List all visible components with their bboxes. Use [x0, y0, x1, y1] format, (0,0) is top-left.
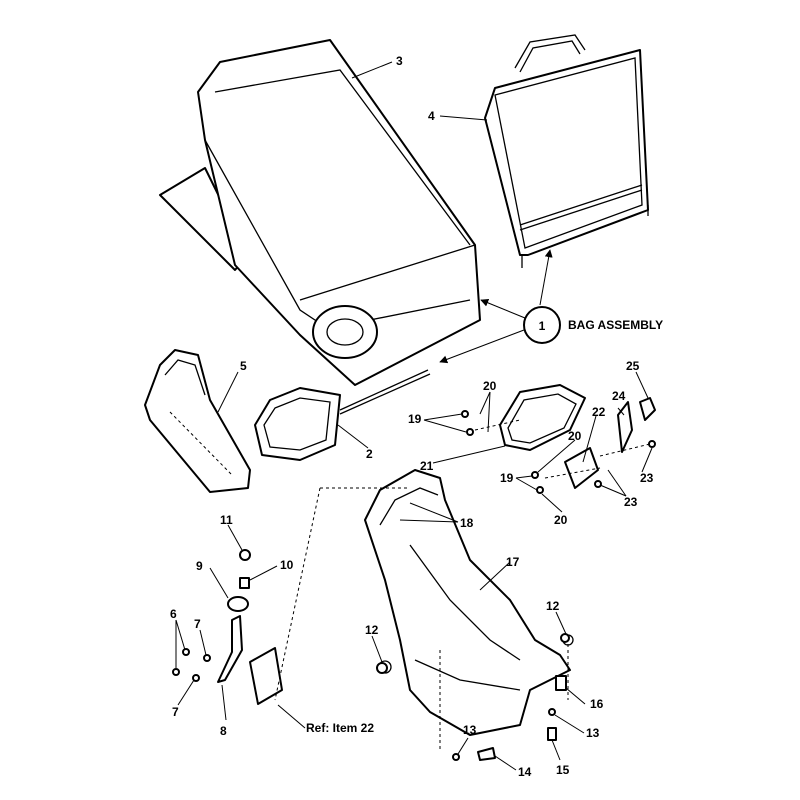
part-number-label: 14 — [518, 765, 532, 779]
part-number-label: 13 — [586, 726, 600, 740]
part-number-label: 8 — [220, 724, 227, 738]
part-number-label: 20 — [483, 379, 497, 393]
discharge-chute — [364, 469, 574, 736]
part-number-label: 5 — [240, 359, 247, 373]
part-number-labels: 3 4 5 2 11 9 10 6 7 7 8 17 18 12 12 16 1… — [170, 54, 654, 779]
part-number-label: 10 — [280, 558, 294, 572]
part-number-label: 17 — [506, 555, 520, 569]
part-number-label: 7 — [194, 617, 201, 631]
part-number-label: 16 — [590, 697, 604, 711]
bracket-hardware — [461, 397, 656, 494]
reference-note: Ref: Item 22 — [306, 721, 374, 735]
part-number-label: 9 — [196, 559, 203, 573]
part-number-label: 13 — [463, 723, 477, 737]
part-number-label: 2 — [366, 447, 373, 461]
part-number-label: 19 — [500, 471, 514, 485]
part-number-label: 4 — [428, 109, 435, 123]
bag-assembly-callout: 1 BAG ASSEMBLY — [523, 306, 663, 344]
part-number-label: 21 — [420, 459, 434, 473]
part-number-label: 12 — [546, 599, 560, 613]
alignment-lines — [274, 419, 651, 750]
part-number-label: 15 — [556, 763, 570, 777]
part-number-label: 24 — [612, 389, 626, 403]
bag-ring — [254, 369, 431, 461]
part-number-label: 12 — [365, 623, 379, 637]
part-number-label: 25 — [626, 359, 640, 373]
chute-cover — [144, 349, 251, 493]
callout-number: 1 — [539, 319, 546, 333]
part-number-label: 20 — [568, 429, 582, 443]
part-number-label: 20 — [554, 513, 568, 527]
part-number-label: 19 — [408, 412, 422, 426]
leader-lines — [175, 61, 653, 771]
part-number-label: 6 — [170, 607, 177, 621]
part-number-label: 18 — [460, 516, 474, 530]
part-number-label: 23 — [640, 471, 654, 485]
part-number-label: 7 — [172, 705, 179, 719]
adapter-ring — [499, 384, 586, 451]
callout-label: BAG ASSEMBLY — [568, 318, 663, 332]
part-number-label: 3 — [396, 54, 403, 68]
part-number-label: 23 — [624, 495, 638, 509]
bag-frame — [484, 34, 649, 268]
bag-assembly-arrows — [439, 249, 553, 364]
latch-hardware — [172, 549, 570, 761]
grass-bag — [159, 39, 481, 386]
part-number-label: 22 — [592, 405, 606, 419]
part-number-label: 11 — [220, 513, 233, 527]
